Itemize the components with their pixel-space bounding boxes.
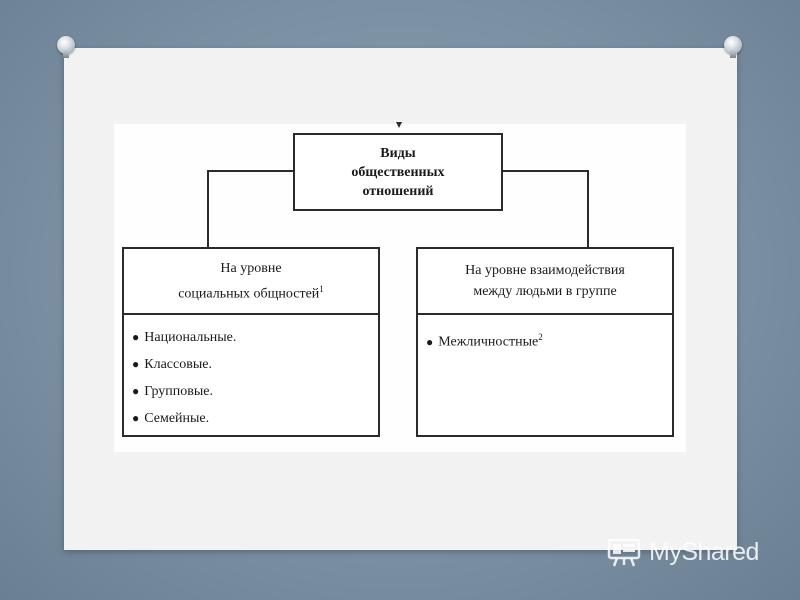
- branch-item-list: ● Межличностные2: [418, 315, 672, 356]
- bullet-icon: ●: [132, 330, 140, 344]
- branch-node-group-interaction: На уровне взаимодействия между людьми в …: [416, 247, 674, 437]
- list-item: ● Национальные.: [132, 324, 378, 351]
- branch-item-list: ● Национальные. ● Классовые. ● Групповые. ●…: [124, 315, 378, 432]
- root-node: Виды общественных отношений: [293, 133, 503, 211]
- branch-header: На уровне социальных общностей1: [124, 249, 378, 315]
- list-item: ● Групповые.: [132, 378, 378, 405]
- bullet-icon: ●: [132, 384, 140, 398]
- bullet-icon: ●: [132, 411, 140, 425]
- arrowhead-icon: [396, 122, 402, 128]
- list-item-text: Семейные.: [144, 411, 210, 426]
- connector-line: [502, 170, 589, 172]
- list-item-text: Межличностные: [438, 334, 539, 350]
- list-item-text: Классовые.: [144, 357, 212, 372]
- root-line: отношений: [362, 183, 434, 199]
- branch-header-line: На уровне: [220, 260, 282, 276]
- root-line: общественных: [351, 164, 445, 180]
- footnote-marker: 2: [538, 332, 543, 342]
- branch-header-line: На уровне взаимодействия: [465, 263, 625, 278]
- thumbtack-icon: [724, 36, 742, 58]
- list-item: ● Семейные.: [132, 405, 378, 432]
- list-item: ● Классовые.: [132, 351, 378, 378]
- list-item-text: Групповые.: [144, 384, 213, 399]
- branch-header-line: социальных общностей: [178, 286, 320, 302]
- footnote-marker: 1: [319, 283, 324, 294]
- presentation-board-icon: [607, 538, 641, 567]
- connector-line: [207, 170, 209, 248]
- thumbtack-icon: [57, 36, 75, 58]
- connector-line: [207, 170, 294, 172]
- root-line: Виды: [380, 145, 416, 161]
- branch-header-line: между людьми в группе: [473, 284, 617, 299]
- branch-node-social-communities: На уровне социальных общностей1 ● Национа…: [122, 247, 380, 437]
- bullet-icon: ●: [132, 357, 140, 371]
- bullet-icon: ●: [426, 334, 434, 349]
- connector-line: [587, 170, 589, 248]
- list-item: ● Межличностные2: [426, 324, 672, 356]
- watermark-text: MyShared: [649, 537, 759, 566]
- branch-header: На уровне взаимодействия между людьми в …: [418, 249, 672, 315]
- list-item-text: Национальные.: [144, 330, 237, 345]
- watermark: MyShared: [607, 534, 759, 570]
